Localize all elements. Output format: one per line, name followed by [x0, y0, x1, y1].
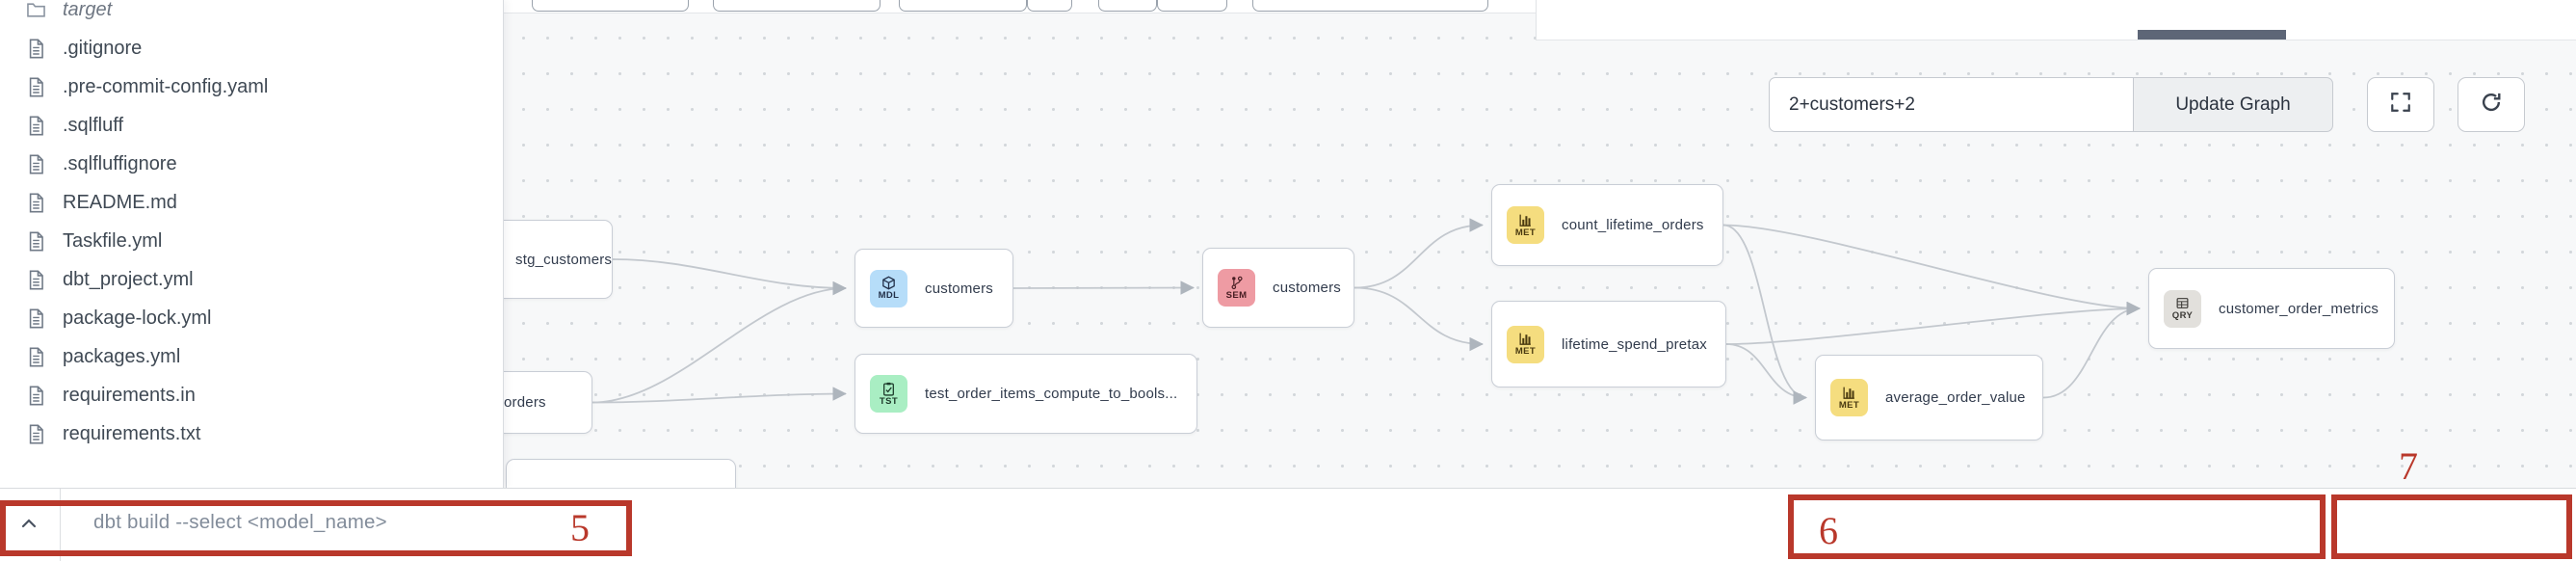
file-name: Taskfile.yml: [63, 229, 163, 252]
file-row-dbt-project-yml[interactable]: dbt_project.yml: [0, 260, 503, 299]
file-icon: [26, 270, 46, 290]
file-row-taskfile-yml[interactable]: Taskfile.yml: [0, 222, 503, 260]
graph-selector-input[interactable]: 2+customers+2: [1769, 77, 2135, 132]
file-icon: [26, 193, 46, 213]
node-badge: TST: [879, 395, 899, 407]
file-icon: [26, 39, 46, 59]
active-tab-indicator: [2138, 30, 2286, 40]
graph-node-customers_model[interactable]: MDL customers: [854, 249, 1013, 328]
file-icon: [26, 424, 46, 444]
file-name: dbt_project.yml: [63, 268, 194, 290]
file-icon: [26, 231, 46, 252]
met-node-icon: MET: [1507, 206, 1544, 244]
graph-node-order_items_test[interactable]: TST test_order_items_compute_to_bools...: [854, 354, 1197, 434]
file-row-readme-md[interactable]: README.md: [0, 183, 503, 222]
node-badge: MET: [1514, 346, 1537, 357]
refresh-icon: [2480, 91, 2503, 119]
file-row-packages-yml[interactable]: packages.yml: [0, 337, 503, 376]
editor-tab-stub-2[interactable]: [713, 0, 881, 12]
editor-tab-stub-6[interactable]: [1157, 0, 1227, 12]
met-node-icon: MET: [1507, 325, 1544, 363]
met-node-icon: MET: [1830, 379, 1868, 416]
graph-node-lifetime_spend_pretax[interactable]: MET lifetime_spend_pretax: [1491, 301, 1726, 387]
fullscreen-button[interactable]: [2367, 77, 2434, 132]
node-label: stg_customers: [515, 251, 613, 268]
mdl-node-icon: MDL: [870, 269, 907, 307]
file-icon: [26, 77, 46, 97]
file-name: .sqlfluffignore: [63, 152, 177, 174]
file-name: packages.yml: [63, 345, 181, 367]
chevron-up-icon: [18, 513, 39, 539]
qry-node-icon: QRY: [2164, 289, 2201, 328]
editor-tab-stub-5[interactable]: [1098, 0, 1157, 12]
node-label: customers: [1273, 280, 1341, 296]
node-label: lifetime_spend_pretax: [1562, 335, 1707, 353]
sem-node-icon: SEM: [1218, 269, 1255, 307]
file-row-requirements-txt[interactable]: requirements.txt: [0, 414, 503, 453]
file-row--sqlfluffignore[interactable]: .sqlfluffignore: [0, 145, 503, 183]
graph-node-average_order_value[interactable]: MET average_order_value: [1815, 355, 2043, 441]
file-icon: [26, 386, 46, 406]
refresh-button[interactable]: [2458, 77, 2525, 132]
file-row--sqlfluff[interactable]: .sqlfluff: [0, 106, 503, 145]
graph-node-count_lifetime_orders[interactable]: MET count_lifetime_orders: [1491, 184, 1723, 266]
editor-tab-strip: [504, 0, 1536, 13]
node-label: count_lifetime_orders: [1562, 217, 1704, 233]
file-name: requirements.txt: [63, 422, 201, 444]
node-badge: MDL: [878, 290, 900, 301]
editor-tab-stub-1[interactable]: [532, 0, 689, 12]
file-icon: [26, 116, 46, 136]
file-name: README.md: [63, 191, 177, 213]
graph-node-customers_semantic[interactable]: SEM customers: [1202, 248, 1354, 328]
node-badge: QRY: [2171, 310, 2194, 321]
file-icon: [26, 308, 46, 329]
graph-node-customer_order_metrics[interactable]: QRY customer_order_metrics: [2148, 268, 2395, 349]
bar-divider: [60, 489, 61, 561]
bottom-command-bar: dbt build --select <model_name> Defer to…: [0, 488, 2576, 561]
file-explorer-panel: target .gitignore .pre-commit-config.yaml.…: [0, 0, 504, 488]
file-row--gitignore[interactable]: .gitignore: [0, 29, 503, 67]
editor-tab-stub-4[interactable]: [1027, 0, 1072, 12]
file-icon: [26, 154, 46, 174]
node-label: orders: [504, 394, 546, 411]
file-name: requirements.in: [63, 384, 196, 406]
file-name: .sqlfluff: [63, 114, 123, 136]
node-badge: MET: [1838, 399, 1860, 411]
update-graph-button[interactable]: Update Graph: [2133, 77, 2333, 132]
node-label: customer_order_metrics: [2219, 300, 2379, 317]
fullscreen-icon: [2389, 91, 2412, 119]
folder-icon: [26, 0, 46, 20]
file-name: target: [63, 0, 113, 20]
command-input[interactable]: dbt build --select <model_name>: [93, 511, 387, 533]
node-label: average_order_value: [1885, 389, 2026, 406]
editor-tab-stub-7[interactable]: [1252, 0, 1488, 12]
file-row-target[interactable]: target: [0, 0, 503, 29]
file-name: .pre-commit-config.yaml: [63, 75, 269, 97]
editor-tab-stub-3[interactable]: [899, 0, 1027, 12]
panel-header: [1536, 0, 2576, 40]
node-badge: SEM: [1225, 289, 1248, 301]
node-badge: MET: [1514, 227, 1537, 238]
file-row-requirements-in[interactable]: requirements.in: [0, 376, 503, 414]
file-name: package-lock.yml: [63, 307, 212, 329]
node-label: customers: [925, 280, 993, 297]
tst-node-icon: TST: [870, 375, 907, 413]
collapse-panel-button[interactable]: [8, 504, 50, 547]
file-icon: [26, 347, 46, 367]
node-label: test_order_items_compute_to_bools...: [925, 386, 1178, 402]
file-name: .gitignore: [63, 37, 143, 59]
file-row--pre-commit-config-yaml[interactable]: .pre-commit-config.yaml: [0, 67, 503, 106]
file-row-package-lock-yml[interactable]: package-lock.yml: [0, 299, 503, 337]
